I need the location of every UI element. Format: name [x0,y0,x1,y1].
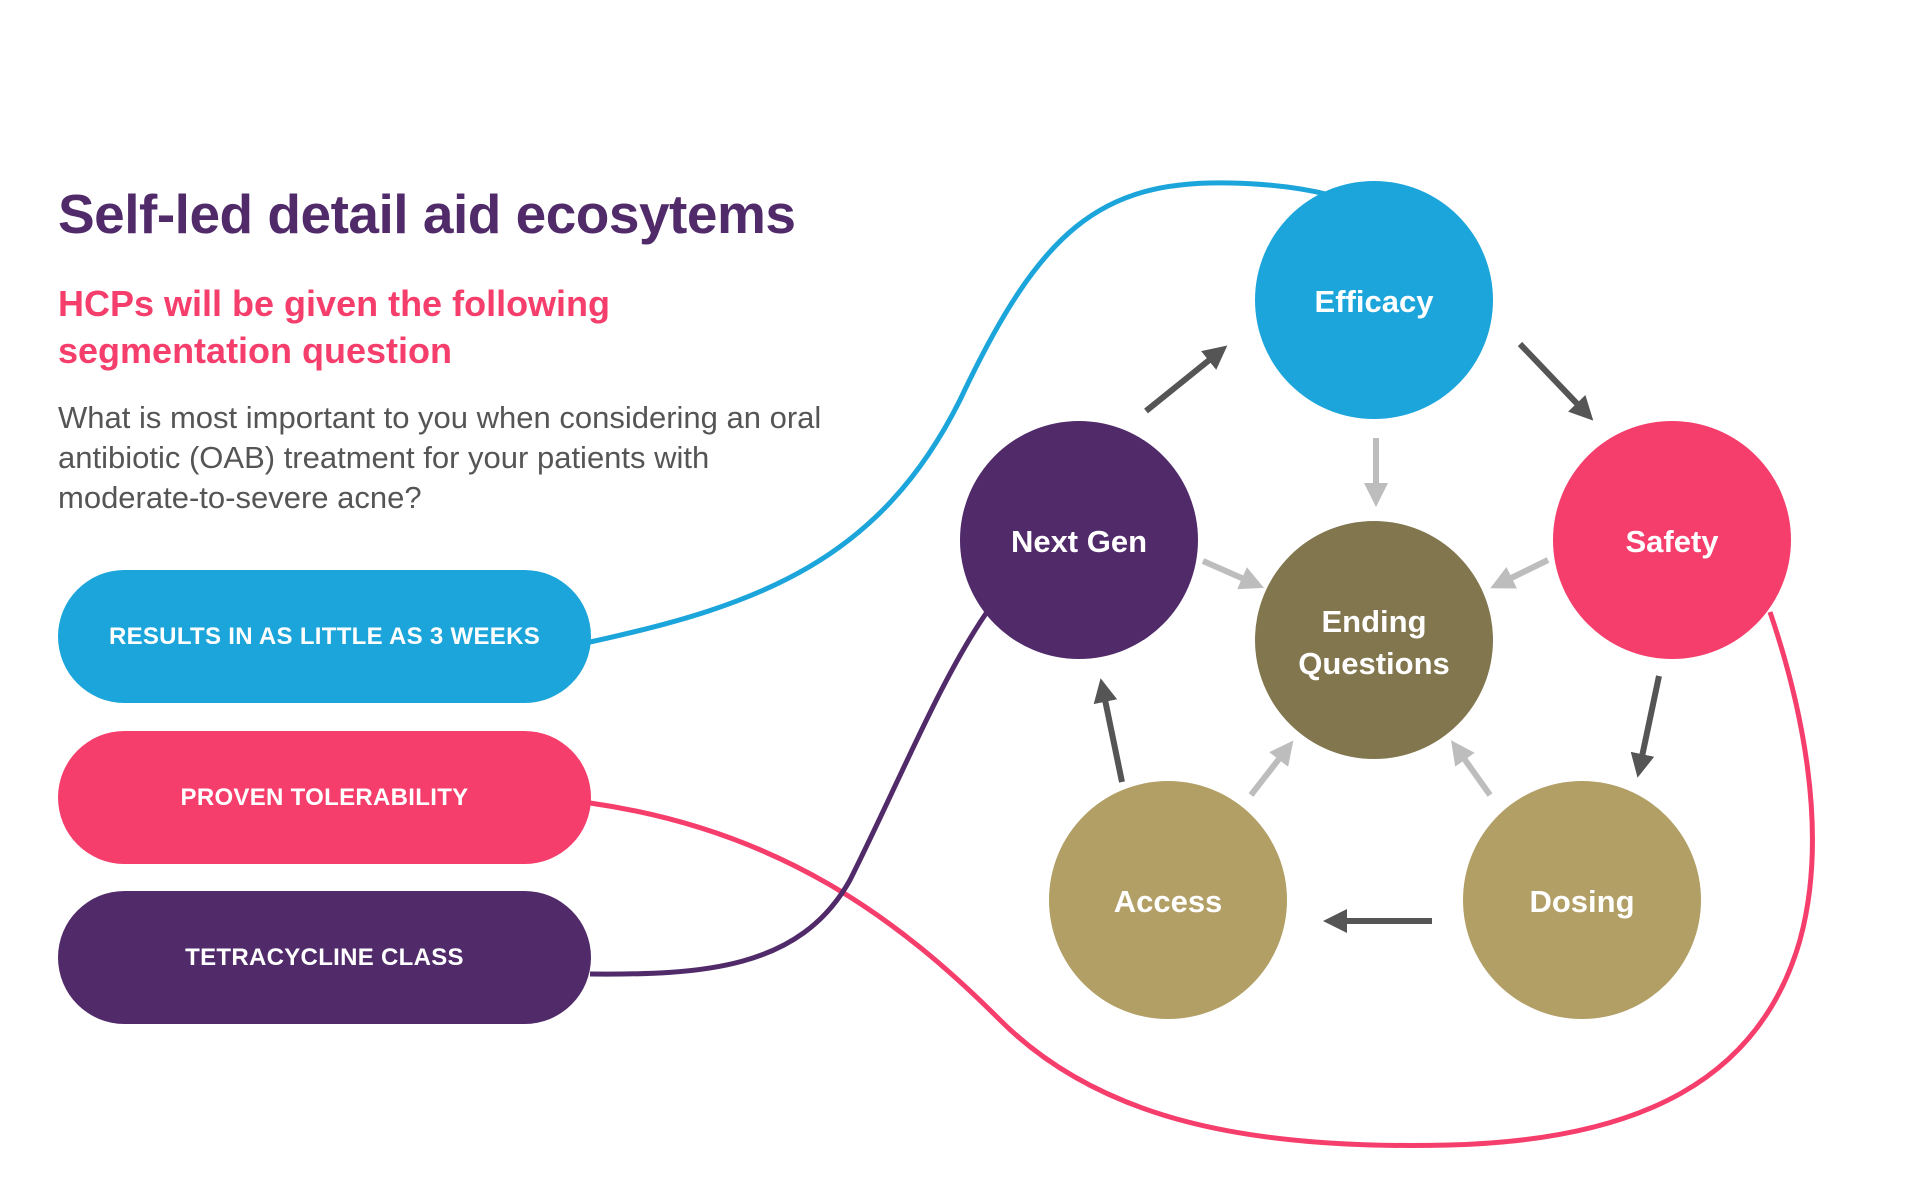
node-safety-label: Safety [1625,524,1719,559]
option-results-3-weeks[interactable]: RESULTS IN AS LITTLE AS 3 WEEKS [58,570,591,703]
connector-safety [589,611,1815,1148]
arrow-access-to-next-gen [1093,678,1125,783]
node-dosing-label: Dosing [1529,884,1634,919]
node-ending-circle [1255,521,1493,759]
node-access-circle [1049,781,1287,1019]
node-dosing[interactable]: Dosing [1463,781,1701,1019]
option-label: RESULTS IN AS LITTLE AS 3 WEEKS [108,622,541,650]
node-next-gen-circle [960,421,1198,659]
node-efficacy-label: Efficacy [1315,284,1435,319]
option-tetracycline-class[interactable]: TETRACYCLINE CLASS [58,891,591,1024]
node-safety[interactable]: Safety [1553,421,1791,659]
arrow-next-gen-to-ending [1201,558,1264,590]
node-efficacy[interactable]: Efficacy [1255,181,1493,419]
connector-efficacy [589,180,1331,645]
arrow-efficacy-to-safety [1517,341,1594,421]
node-dosing-circle [1463,781,1701,1019]
segmentation-question: What is most important to you when consi… [58,400,822,515]
option-label: PROVEN TOLERABILITY [180,783,469,811]
option-label: TETRACYCLINE CLASS [185,943,464,971]
page-title: Self-led detail aid ecosytems [58,183,796,245]
arrow-safety-to-ending [1490,557,1550,589]
node-safety-circle [1553,421,1791,659]
node-ending-questions[interactable]: Ending Questions [1255,521,1493,759]
connector-next-gen [589,610,990,977]
node-access[interactable]: Access [1049,781,1287,1019]
arrow-access-to-ending [1248,740,1294,797]
node-next-gen-label: Next Gen [1011,524,1147,559]
arrow-dosing-to-ending [1451,740,1493,797]
node-next-gen[interactable]: Next Gen [960,421,1198,659]
arrow-safety-to-dosing [1630,675,1662,778]
option-proven-tolerability[interactable]: PROVEN TOLERABILITY [58,731,591,864]
node-ending-label-line2: Questions [1298,646,1450,681]
page-subtitle: HCPs will be given the following segment… [58,283,611,371]
node-access-label: Access [1114,884,1223,919]
node-efficacy-circle [1255,181,1493,419]
node-ending-label-line1: Ending [1321,604,1426,639]
arrow-next-gen-to-efficacy [1144,345,1228,414]
